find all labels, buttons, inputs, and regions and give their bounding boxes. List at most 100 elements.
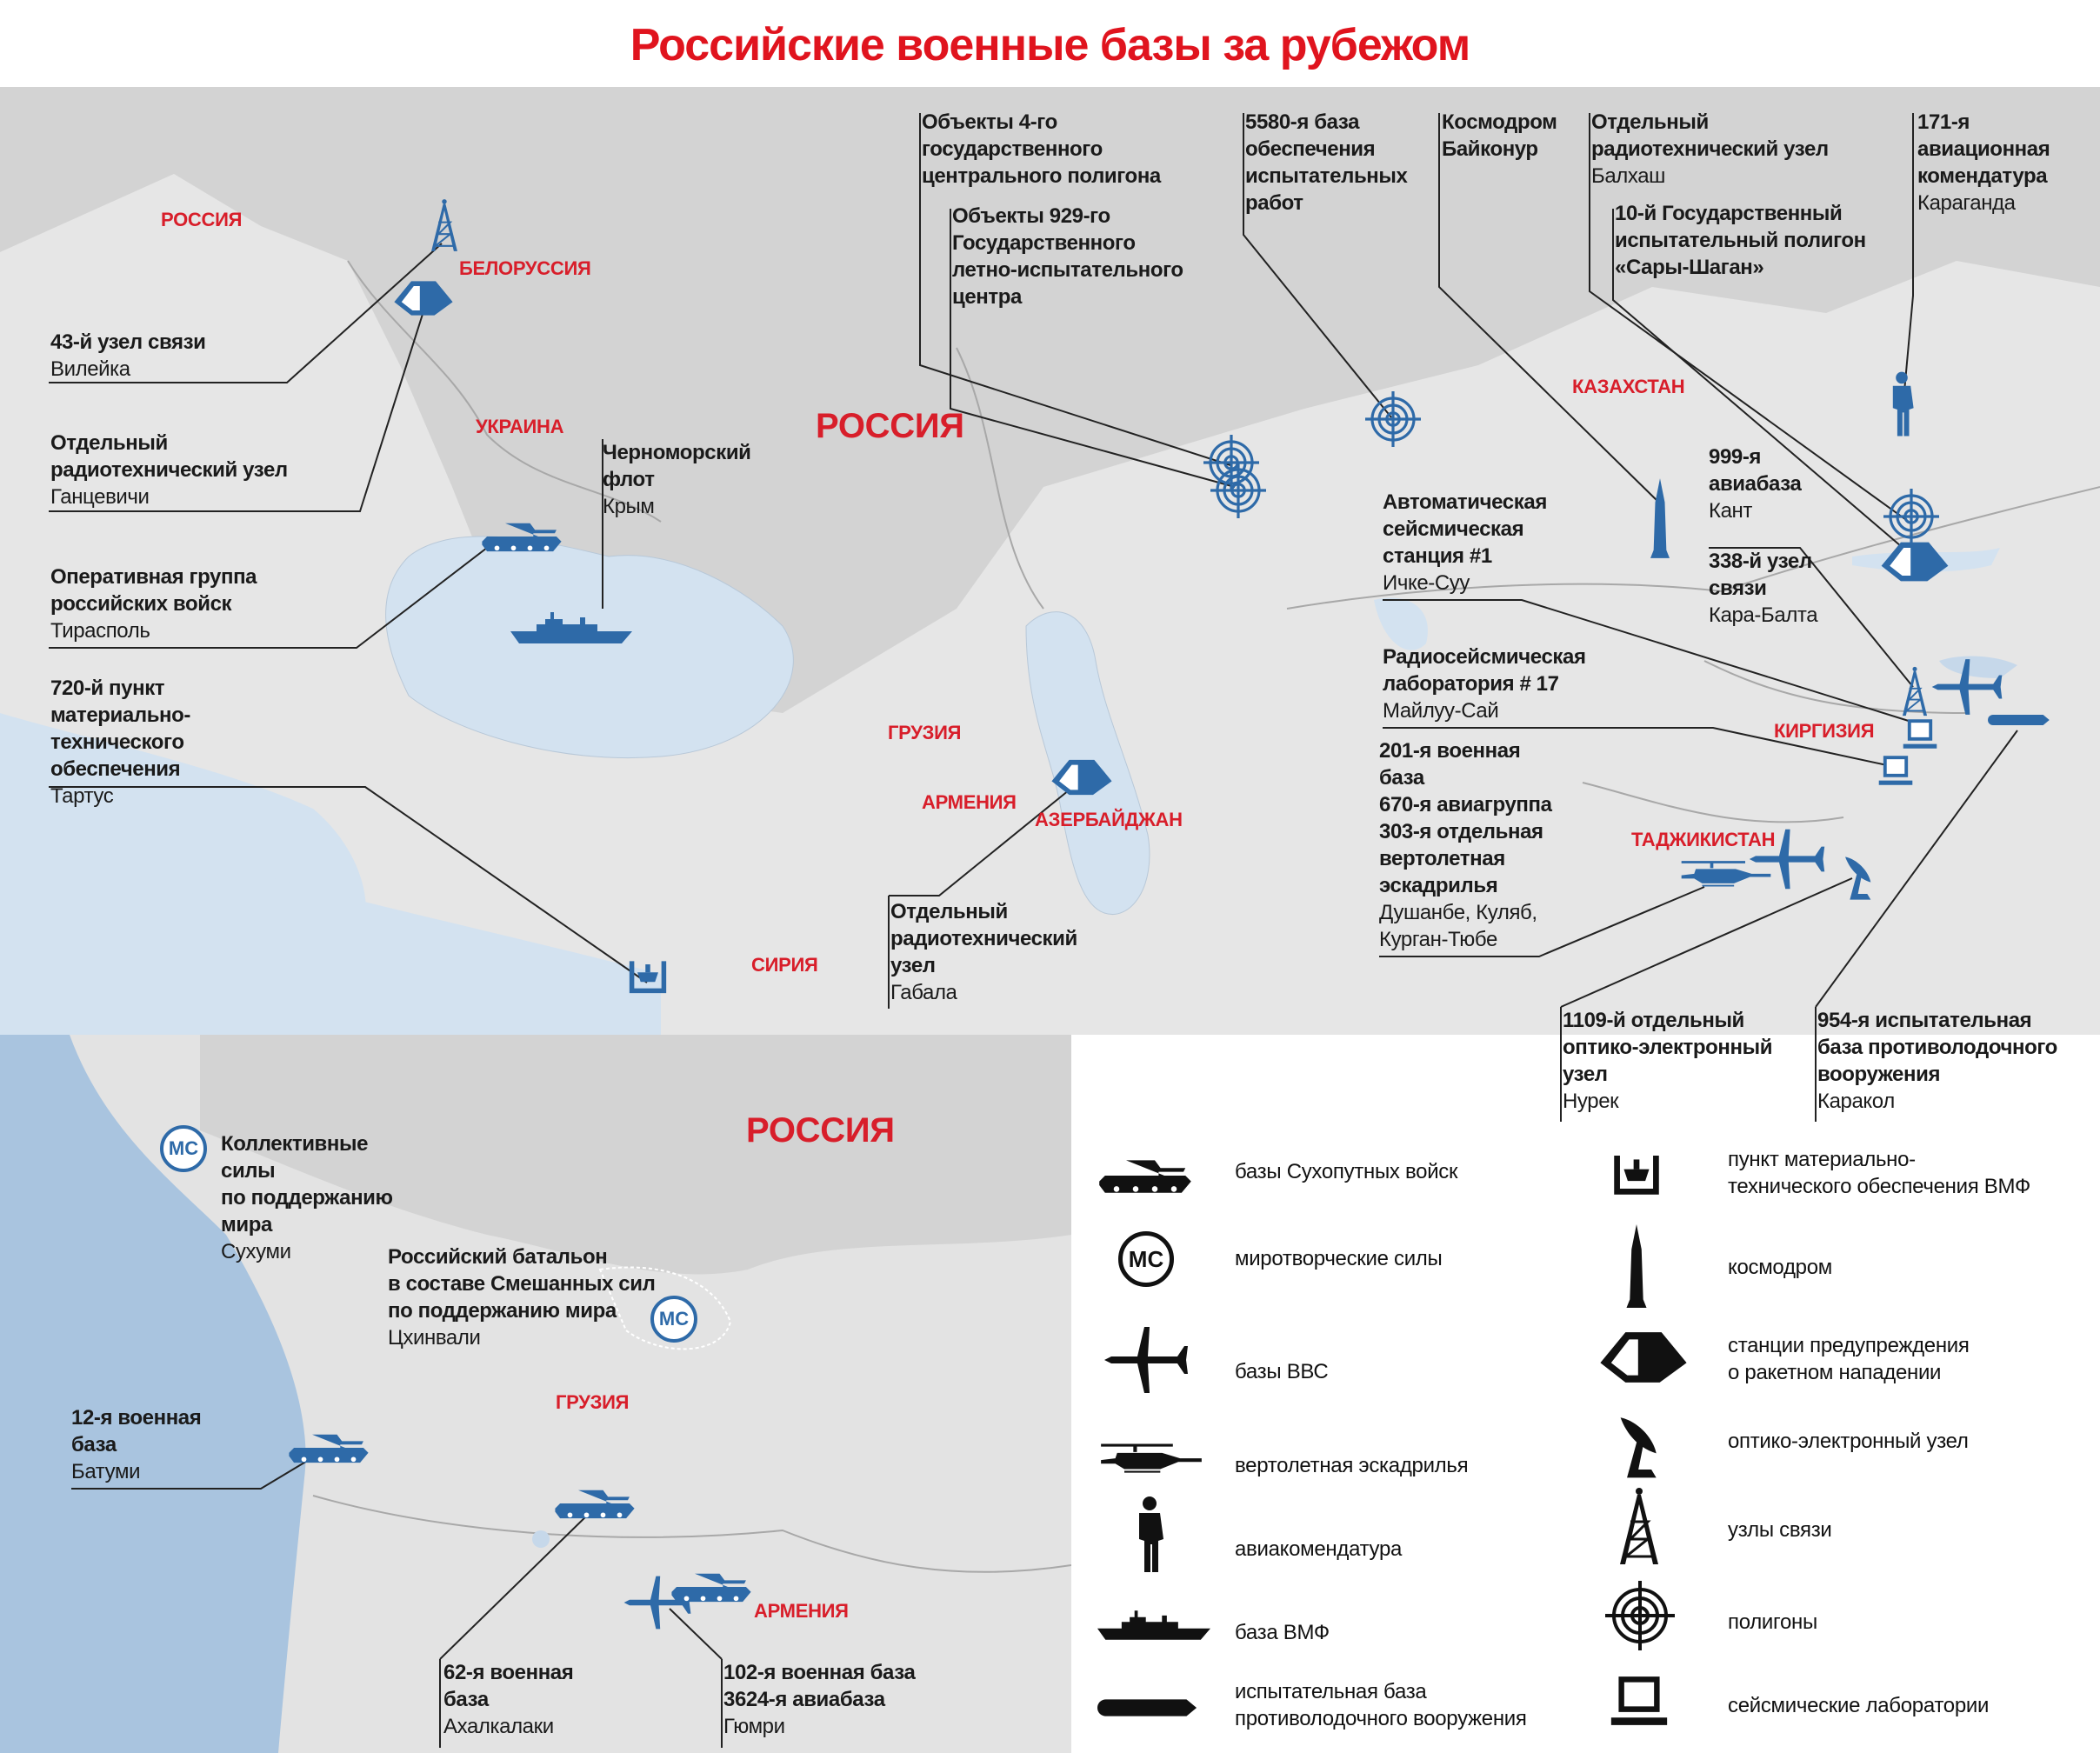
callout-tartus: 720-й пункт материально- технического об…	[50, 675, 190, 810]
legend: базы Сухопутных войск МС миротворческие …	[1071, 1122, 2100, 1753]
callout-dushanbe: 201-я военная база 670-я авиагруппа 303-…	[1379, 737, 1552, 953]
rocket-icon	[1626, 1224, 1647, 1308]
page-title: Российские военные базы за рубежом	[630, 20, 1470, 70]
jet-icon	[1103, 1323, 1190, 1396]
soldier-icon	[1132, 1496, 1167, 1574]
radar-station-icon	[1050, 758, 1113, 797]
inset-country-label-russia: РОССИЯ	[746, 1111, 895, 1150]
callout-place: Габала	[890, 981, 957, 1004]
target-icon	[1883, 489, 1939, 544]
callout-place: Караганда	[1917, 191, 2016, 215]
legend-label: полигоны	[1728, 1610, 1817, 1634]
radar-station-icon	[1598, 1330, 1689, 1384]
target-icon	[1365, 391, 1421, 447]
monitor-icon	[1903, 718, 1937, 750]
legend-label: оптико-электронный узел	[1728, 1430, 1969, 1453]
peacekeeping-icon: МС	[650, 1296, 697, 1343]
radio-tower-icon	[1617, 1487, 1661, 1565]
callout-title: 12-я военная база	[71, 1406, 202, 1456]
callout-place: Тартус	[50, 784, 114, 808]
callout-place: Гюмри	[723, 1715, 785, 1738]
callout-tskhinvali: Российский батальон в составе Смешанных …	[388, 1243, 656, 1351]
callout-title: 171-я авиационная комендатура	[1917, 110, 2050, 188]
naval-supply-icon	[1612, 1148, 1661, 1196]
callout-place: Нурек	[1563, 1090, 1619, 1113]
tank-icon	[480, 520, 563, 553]
callout-title: 62-я военная база	[443, 1661, 574, 1711]
tank-icon	[553, 1487, 637, 1520]
radar-station-icon	[393, 280, 454, 317]
legend-label: базы ВВС	[1235, 1360, 1329, 1383]
callout-place: Ичке-Суу	[1383, 571, 1470, 595]
legend-label: базы Сухопутных войск	[1235, 1160, 1458, 1183]
inset-country-label-armenia: АРМЕНИЯ	[754, 1600, 849, 1622]
callout-baikonur: Космодром Байконур	[1442, 109, 1557, 163]
naval-supply-icon	[628, 955, 668, 995]
callout-title: 338-й узел связи	[1709, 550, 1812, 600]
monitor-icon	[1610, 1675, 1668, 1727]
rocket-icon	[1650, 478, 1670, 558]
radio-tower-icon	[1901, 665, 1929, 717]
callout-title: Объекты 4-го государственного центрально…	[922, 110, 1161, 188]
legend-label: станции предупреждения о ракетном нападе…	[1728, 1334, 1970, 1384]
callout-place: Душанбе, Куляб, Курган-Тюбе	[1379, 901, 1537, 951]
target-icon	[1210, 463, 1266, 518]
callout-title: 10-й Государственный испытательный полиг…	[1615, 202, 1866, 279]
warship-icon	[1097, 1609, 1210, 1642]
tank-icon	[1097, 1156, 1193, 1195]
callout-place: Крым	[603, 495, 655, 518]
peacekeeping-icon: МС	[160, 1125, 207, 1172]
callout-place: Тирасполь	[50, 619, 150, 643]
country-label-azerbaijan: АЗЕРБАЙДЖАН	[1035, 809, 1183, 830]
callout-title: Коллективные силы по поддержанию мира	[221, 1132, 393, 1236]
callout-place: Майлуу-Сай	[1383, 699, 1499, 723]
soldier-icon	[1887, 365, 1917, 443]
callout-nurek: 1109-й отдельный оптико-электронный узел…	[1563, 1007, 1772, 1115]
callout-place: Ахалкалаки	[443, 1715, 554, 1738]
satellite-dish-icon	[1616, 1412, 1664, 1478]
callout-place: Кара-Балта	[1709, 603, 1818, 627]
legend-label: космодром	[1728, 1256, 1832, 1279]
peacekeeping-icon: МС	[1118, 1231, 1174, 1287]
callout-title: 201-я военная база 670-я авиагруппа 303-…	[1379, 739, 1552, 897]
country-label-kyrgyzstan: КИРГИЗИЯ	[1774, 720, 1875, 742]
main-map	[0, 87, 2100, 1753]
callout-title: Отдельный радиотехнический узел	[1591, 110, 1829, 161]
jet-icon	[1930, 657, 2003, 717]
legend-label: база ВМФ	[1235, 1621, 1330, 1644]
callout-title: Отдельный радиотехнический узел	[890, 900, 1077, 977]
tank-icon	[670, 1570, 753, 1603]
callout-sary-shagan: 10-й Государственный испытательный полиг…	[1615, 200, 1866, 281]
callout-place: Балхаш	[1591, 164, 1666, 188]
callout-title: Объекты 929-го Государственного летно-ис…	[952, 204, 1183, 309]
legend-label: авиакомендатура	[1235, 1537, 1403, 1561]
country-label-tajikistan: ТАДЖИКИСТАН	[1631, 829, 1776, 850]
legend-label: испытательная база противолодочного воор…	[1235, 1680, 1527, 1730]
country-label-ukraine: УКРАИНА	[476, 416, 564, 437]
legend-label: вертолетная эскадрилья	[1235, 1454, 1469, 1477]
satellite-dish-icon	[1842, 852, 1877, 901]
helicopter-icon	[1097, 1438, 1205, 1475]
country-label-kazakhstan: КАЗАХСТАН	[1572, 376, 1685, 397]
country-label-georgia: ГРУЗИЯ	[888, 722, 962, 743]
radio-tower-icon	[430, 198, 459, 252]
radar-station-icon	[1880, 541, 1950, 583]
callout-5580-base: 5580-я база обеспечения испытательных ра…	[1245, 109, 1408, 217]
legend-label: пункт материально- технического обеспече…	[1728, 1148, 2030, 1198]
callout-place: Каракол	[1817, 1090, 1895, 1113]
callout-place: Сухуми	[221, 1240, 291, 1263]
callout-title: 1109-й отдельный оптико-электронный узел	[1563, 1009, 1773, 1086]
